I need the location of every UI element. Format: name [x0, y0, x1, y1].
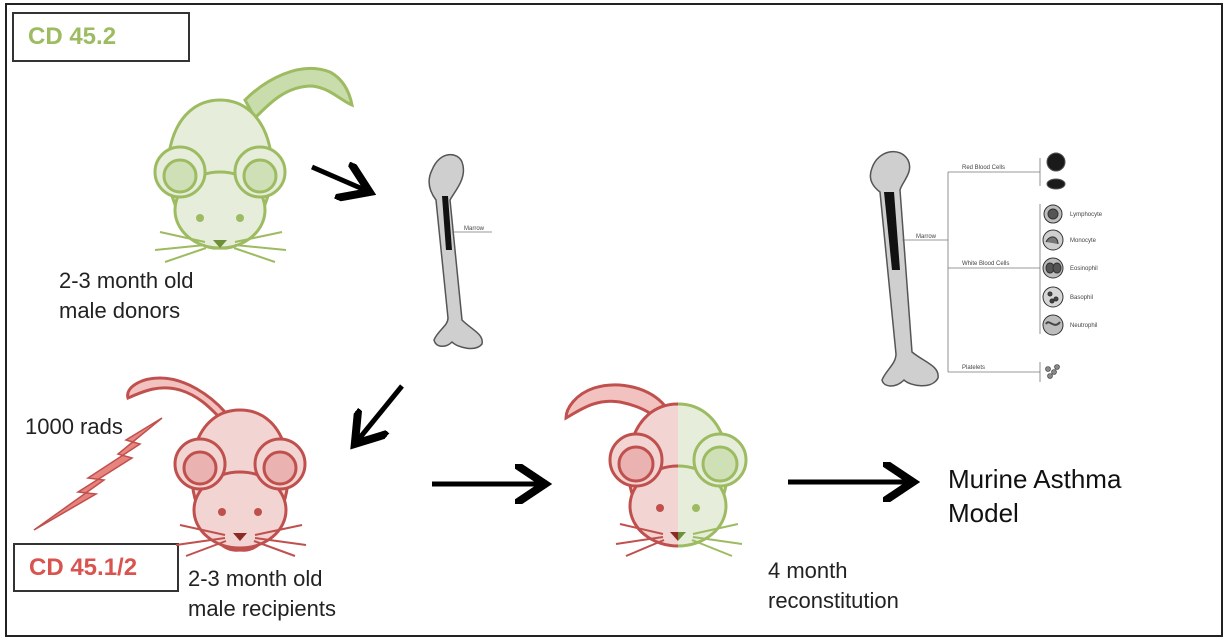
- branch-white-blood-cells: White Blood Cells: [962, 261, 1009, 267]
- branch-red-blood-cells: Red Blood Cells: [962, 165, 1005, 171]
- recipient-mouse: [128, 378, 306, 556]
- cell-lymphocyte: Lymphocyte: [1070, 212, 1103, 218]
- small-bone-marrow-label: Marrow: [464, 226, 485, 232]
- cell-neutrophil: Neutrophil: [1070, 323, 1097, 329]
- cell-basophil: Basophil: [1070, 295, 1093, 301]
- cell-eosinophil: Eosinophil: [1070, 266, 1098, 272]
- donor-mouse: [155, 68, 352, 262]
- recipient-caption: 2-3 month old male recipients: [188, 564, 336, 624]
- reconstitution-caption: 4 month reconstitution: [768, 556, 899, 616]
- marrow-lineage-tree: [948, 158, 1040, 382]
- red-blood-cell-icons: [1047, 153, 1065, 189]
- marrow-label: Marrow: [916, 234, 937, 240]
- arrow-bone-to-recipient: [358, 386, 402, 440]
- white-blood-cell-icons: [1043, 205, 1063, 335]
- large-femur-bone: Marrow: [870, 152, 948, 386]
- chimera-mouse: [566, 385, 746, 556]
- branch-platelets: Platelets: [962, 365, 985, 371]
- outcome-label: Murine Asthma Model: [948, 462, 1121, 530]
- platelet-icons: [1046, 365, 1060, 379]
- small-femur-bone: Marrow: [429, 155, 492, 349]
- cell-monocyte: Monocyte: [1070, 238, 1097, 244]
- donor-caption: 2-3 month old male donors: [59, 266, 194, 326]
- arrow-donor-to-bone: [312, 167, 365, 190]
- irradiation-label: 1000 rads: [25, 412, 123, 442]
